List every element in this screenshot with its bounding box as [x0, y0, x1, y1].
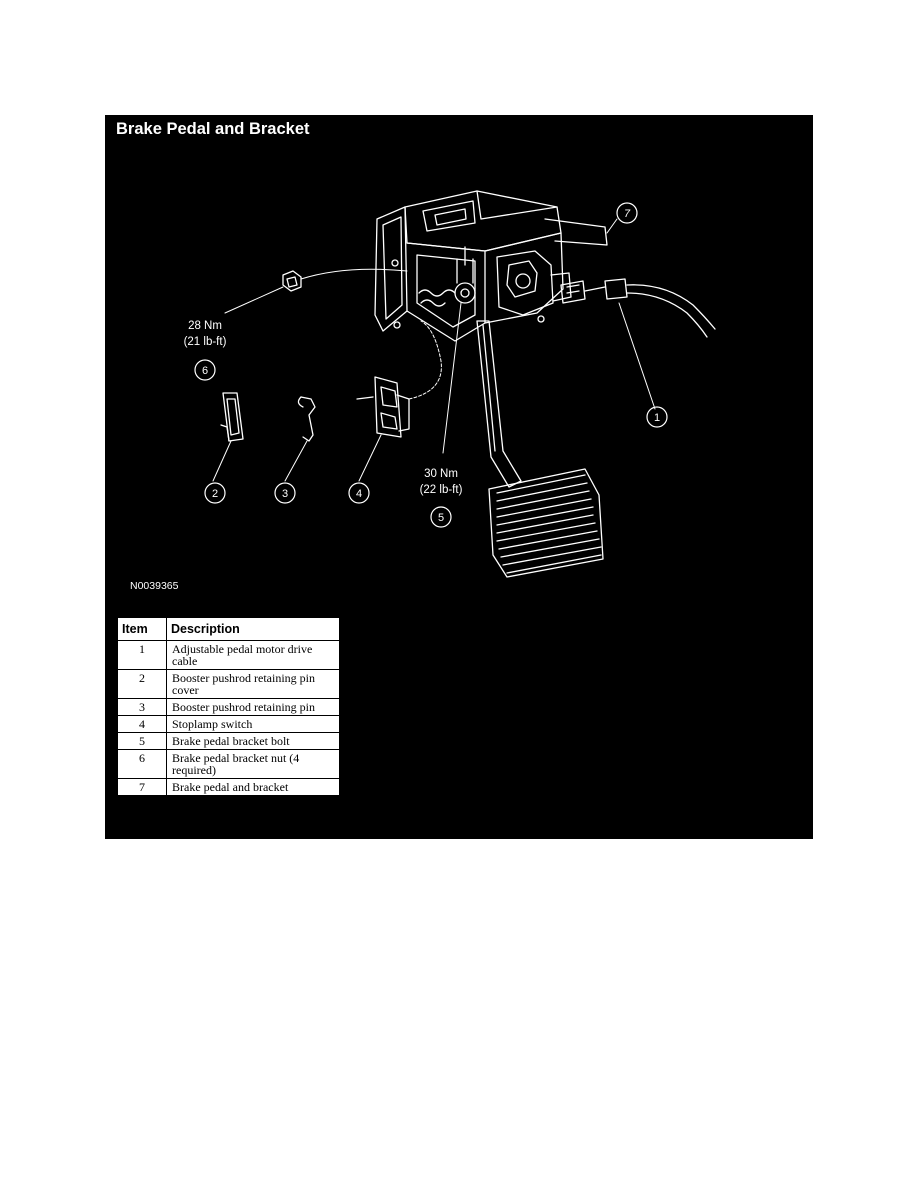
- retaining-pin-drawing: [297, 396, 316, 442]
- legend-item-number: 7: [117, 778, 167, 796]
- torque-lbft-item-5: (22 lb-ft): [420, 484, 463, 496]
- brake-pedal-illustration: 6 2 3 4 5 1 7 28 Nm (21 lb-ft) 30 Nm (22…: [130, 190, 716, 592]
- callout-circle-5: [430, 506, 452, 528]
- leader-lines: [212, 218, 656, 482]
- callout-7: 7: [624, 208, 631, 220]
- table-row: 3 Booster pushrod retaining pin: [117, 698, 340, 716]
- legend-item-description: Stoplamp switch: [166, 715, 340, 733]
- torque-nm-item-5: 30 Nm: [424, 468, 458, 480]
- legend-item-description: Booster pushrod retaining pin: [166, 698, 340, 716]
- legend-item-description: Booster pushrod retaining pin cover: [166, 669, 340, 699]
- bracket-nut-drawing: [282, 270, 302, 292]
- pedal-arm-drawing: [476, 320, 604, 578]
- callout-1: 1: [654, 412, 660, 424]
- drive-cable-drawing: [584, 278, 716, 338]
- legend-item-description: Brake pedal and bracket: [166, 778, 340, 796]
- callout-circle-7: [616, 202, 638, 224]
- legend-item-description: Brake pedal bracket nut (4 required): [166, 749, 340, 779]
- legend-item-description: Adjustable pedal motor drive cable: [166, 640, 340, 670]
- callout-circle-1: [646, 406, 668, 428]
- callout-circle-6: [194, 359, 216, 381]
- retaining-pin-cover-drawing: [220, 392, 244, 442]
- callout-4: 4: [356, 488, 362, 500]
- figure-panel: 6 2 3 4 5 1 7 28 Nm (21 lb-ft) 30 Nm (22…: [105, 115, 813, 839]
- legend-header-description: Description: [166, 617, 340, 641]
- legend-item-number: 5: [117, 732, 167, 750]
- legend-header-row: Item Description: [117, 617, 340, 641]
- torque-lbft-item-6: (21 lb-ft): [184, 336, 227, 348]
- callout-2: 2: [212, 488, 218, 500]
- legend-item-number: 1: [117, 640, 167, 670]
- legend-item-description: Brake pedal bracket bolt: [166, 732, 340, 750]
- callout-circle-3: [274, 482, 296, 504]
- legend-table: Item Description 1 Adjustable pedal moto…: [117, 617, 340, 796]
- pedal-bracket-drawing: [374, 190, 608, 342]
- table-row: 4 Stoplamp switch: [117, 715, 340, 733]
- table-row: 6 Brake pedal bracket nut (4 required): [117, 749, 340, 779]
- callout-5: 5: [438, 512, 444, 524]
- legend-header-item: Item: [117, 617, 167, 641]
- callout-circles: [194, 202, 668, 528]
- legend-item-number: 2: [117, 669, 167, 699]
- stoplamp-switch-drawing: [356, 376, 410, 438]
- torque-nm-item-6: 28 Nm: [188, 320, 222, 332]
- table-row: 7 Brake pedal and bracket: [117, 778, 340, 796]
- callout-6: 6: [202, 365, 208, 377]
- callout-3: 3: [282, 488, 288, 500]
- legend-item-number: 3: [117, 698, 167, 716]
- table-row: 5 Brake pedal bracket bolt: [117, 732, 340, 750]
- figure-title: Brake Pedal and Bracket: [116, 120, 310, 138]
- legend-item-number: 4: [117, 715, 167, 733]
- figure-id: N0039365: [130, 580, 179, 592]
- table-row: 2 Booster pushrod retaining pin cover: [117, 669, 340, 699]
- table-row: 1 Adjustable pedal motor drive cable: [117, 640, 340, 670]
- legend-item-number: 6: [117, 749, 167, 779]
- callout-circle-4: [348, 482, 370, 504]
- callout-circle-2: [204, 482, 226, 504]
